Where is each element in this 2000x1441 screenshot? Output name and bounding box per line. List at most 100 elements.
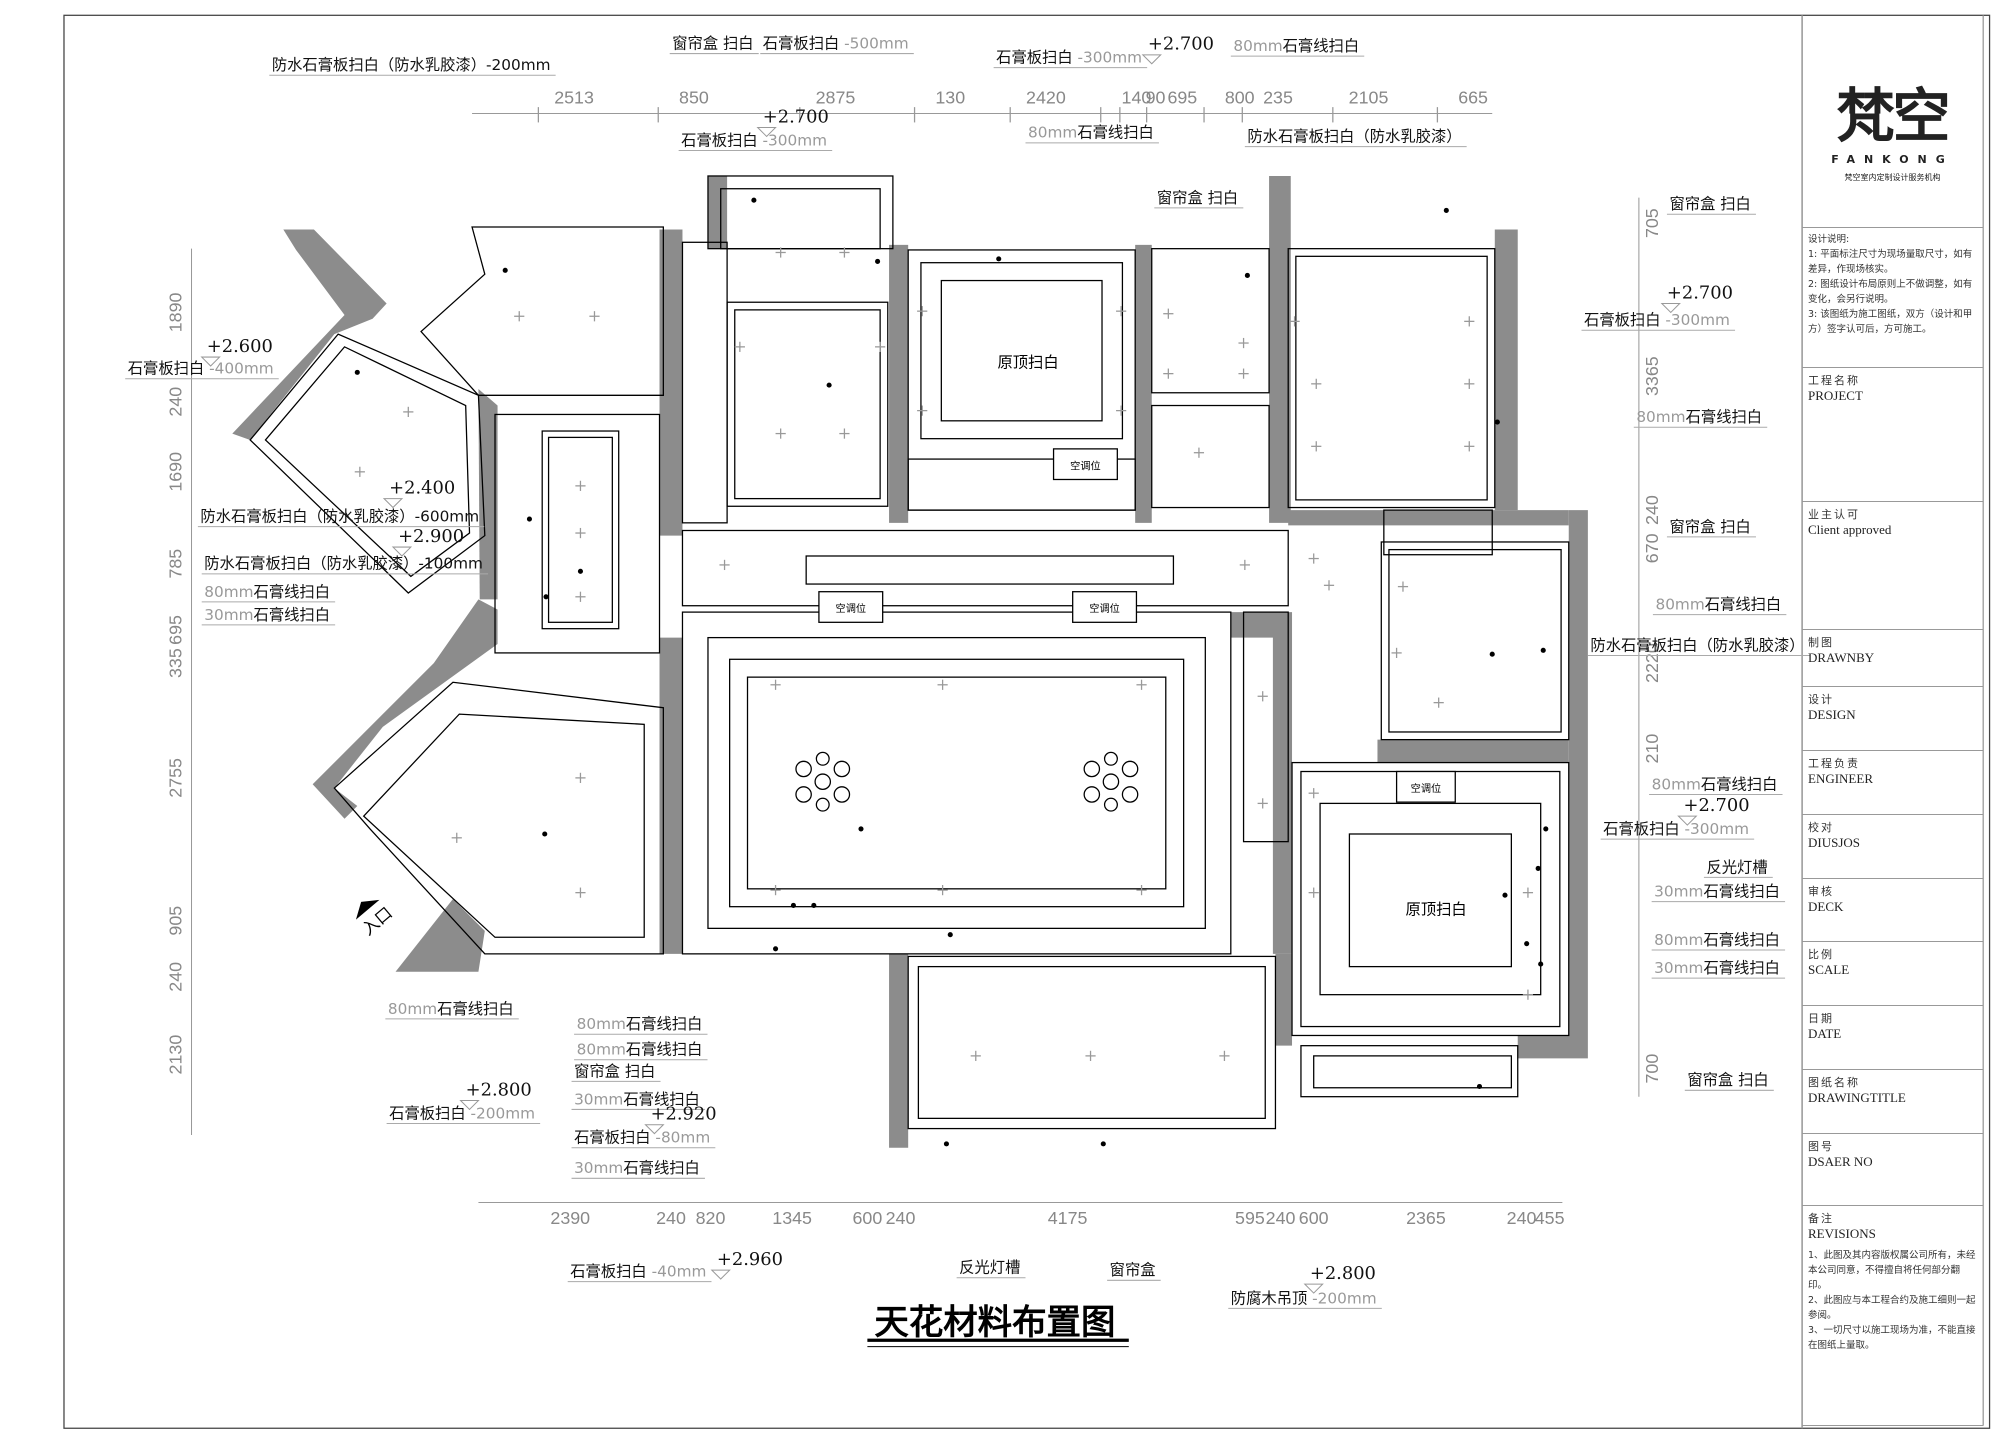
leader-dot	[1538, 961, 1544, 967]
annotation-label: 石膏板扫白 -300mm	[1603, 820, 1749, 838]
annotation-offset: -300mm	[758, 131, 827, 149]
downlight-icon	[775, 247, 786, 258]
ac-box	[1052, 448, 1118, 481]
dimension-label: 2130	[165, 1035, 185, 1075]
leader-dot	[543, 594, 549, 600]
leader-dot	[751, 197, 757, 203]
elevation-marker-icon	[644, 1124, 665, 1135]
annotation-material: 石膏线扫白	[254, 606, 331, 624]
dimension-label: 240	[1507, 1208, 1537, 1228]
field-label-en: DRAWNBY	[1808, 650, 1875, 665]
design-notes-heading: 设计说明:	[1808, 234, 1850, 245]
dimension-label: 2513	[554, 87, 594, 107]
annotation-label: 30mm石膏线扫白	[1654, 882, 1780, 900]
annotation-size: 30mm	[1654, 882, 1703, 900]
annotation-label: 反光灯槽	[959, 1259, 1020, 1277]
elevation-label: +2.600	[207, 336, 273, 357]
annotation-material: 石膏线扫白	[1703, 882, 1780, 900]
field-label-en: REVISIONS	[1808, 1226, 1876, 1241]
downlight-icon	[1116, 405, 1127, 416]
annotation-size: 80mm	[1233, 37, 1282, 55]
annotation-material: 防腐木吊顶	[1231, 1289, 1308, 1307]
dimension-label: 850	[679, 87, 709, 107]
downlight-icon	[1323, 580, 1335, 591]
downlight-icon	[775, 428, 786, 439]
downlight-icon	[1522, 887, 1534, 898]
downlight-icon	[719, 559, 730, 571]
downlight-icon	[514, 311, 525, 322]
annotation-material: 石膏板扫白	[1603, 820, 1680, 838]
annotation-material: 石膏板扫白	[389, 1104, 466, 1122]
annotation-offset: -300mm	[1661, 311, 1730, 329]
dimension-label: 2875	[816, 87, 856, 107]
downlight-icon	[451, 832, 462, 843]
annotation-offset: -40mm	[647, 1262, 707, 1280]
leader-dot	[1540, 647, 1546, 653]
leader-dot	[858, 826, 864, 832]
annotation-size: 30mm	[204, 606, 253, 624]
elevation-label: +2.700	[1684, 795, 1750, 816]
dimension-label: 2220	[1642, 643, 1662, 683]
annotation-label: 窗帘盒 扫白	[1669, 195, 1750, 213]
ac-position-label: 空调位	[1070, 459, 1101, 472]
elevation-label: +2.700	[763, 106, 829, 127]
field-label-cn: 设计	[1808, 693, 1834, 706]
downlight-icon	[1136, 885, 1147, 896]
leader-dot	[354, 369, 360, 375]
field-label-en: SCALE	[1808, 962, 1850, 977]
dimension-label: 1345	[772, 1208, 812, 1228]
annotation-material: 防水石膏板扫白（防水乳胶漆）	[1590, 636, 1804, 654]
annotation-material: 窗帘盒 扫白	[1157, 189, 1238, 207]
downlight-icon	[589, 311, 600, 322]
leader-dot	[502, 267, 508, 273]
leader-dot	[526, 516, 532, 522]
annotation-material: 防水石膏板扫白（防水乳胶漆）-200mm	[272, 56, 551, 74]
annotation-offset: -300mm	[1073, 48, 1142, 66]
annotation-material: 石膏线扫白	[623, 1090, 700, 1108]
annotation-label: 80mm石膏线扫白	[1652, 775, 1778, 793]
elevation-label: +2.700	[1667, 282, 1733, 303]
downlight-icon	[1433, 697, 1444, 708]
leader-dot	[1524, 941, 1530, 947]
dimension-label: 785	[165, 549, 185, 579]
downlight-icon	[1308, 553, 1319, 564]
annotation-offset: -80mm	[651, 1129, 711, 1147]
dimension-label: 240	[886, 1208, 916, 1228]
annotation-material: 窗帘盒	[1110, 1261, 1156, 1279]
annotation-label: 石膏板扫白 -200mm	[389, 1104, 535, 1122]
annotation-material: 石膏线扫白	[1077, 124, 1154, 142]
annotation-label: 石膏板扫白 -300mm	[1584, 311, 1730, 329]
elevation-label: +2.960	[717, 1249, 783, 1270]
dimension-label: 2390	[550, 1208, 590, 1228]
field-label-en: ENGINEER	[1808, 771, 1873, 786]
downlight-icon	[839, 428, 850, 439]
annotation-label: 窗帘盒 扫白	[672, 34, 753, 52]
elevation-marker-icon	[1141, 54, 1162, 65]
revision-note: 3、一切尺寸以施工现场为准，不能直接在图纸上量取。	[1808, 1325, 1976, 1351]
downlight-icon	[403, 406, 414, 417]
annotation-label: 防腐木吊顶 -200mm	[1231, 1289, 1377, 1307]
annotation-material: 石膏板扫白	[128, 360, 205, 378]
field-label-cn: 比例	[1808, 948, 1834, 961]
elevation-label: +2.920	[651, 1104, 717, 1125]
downlight-icon	[1311, 378, 1322, 389]
annotation-material: 石膏板扫白	[1584, 311, 1661, 329]
annotation-offset: -200mm	[1307, 1289, 1376, 1307]
drawing-title: 天花材料布置图	[874, 1303, 1115, 1343]
annotation-material: 石膏线扫白	[437, 1000, 513, 1018]
chandelier-left	[795, 751, 851, 812]
ac-box	[1072, 591, 1138, 623]
downlight-icon	[1464, 316, 1475, 327]
annotation-label: 30mm石膏线扫白	[1654, 959, 1780, 977]
annotation-size: 80mm	[1652, 775, 1701, 793]
annotation-label: 石膏板扫白 -300mm	[996, 48, 1142, 66]
logo-panel: 梵空 FANKONG 梵空室内定制设计服务机构	[1802, 15, 1983, 227]
annotation-material: 防水石膏板扫白（防水乳胶漆）-600mm	[200, 508, 479, 526]
dimension-label: 1890	[165, 293, 185, 333]
dimension-label: 695	[1167, 87, 1197, 107]
